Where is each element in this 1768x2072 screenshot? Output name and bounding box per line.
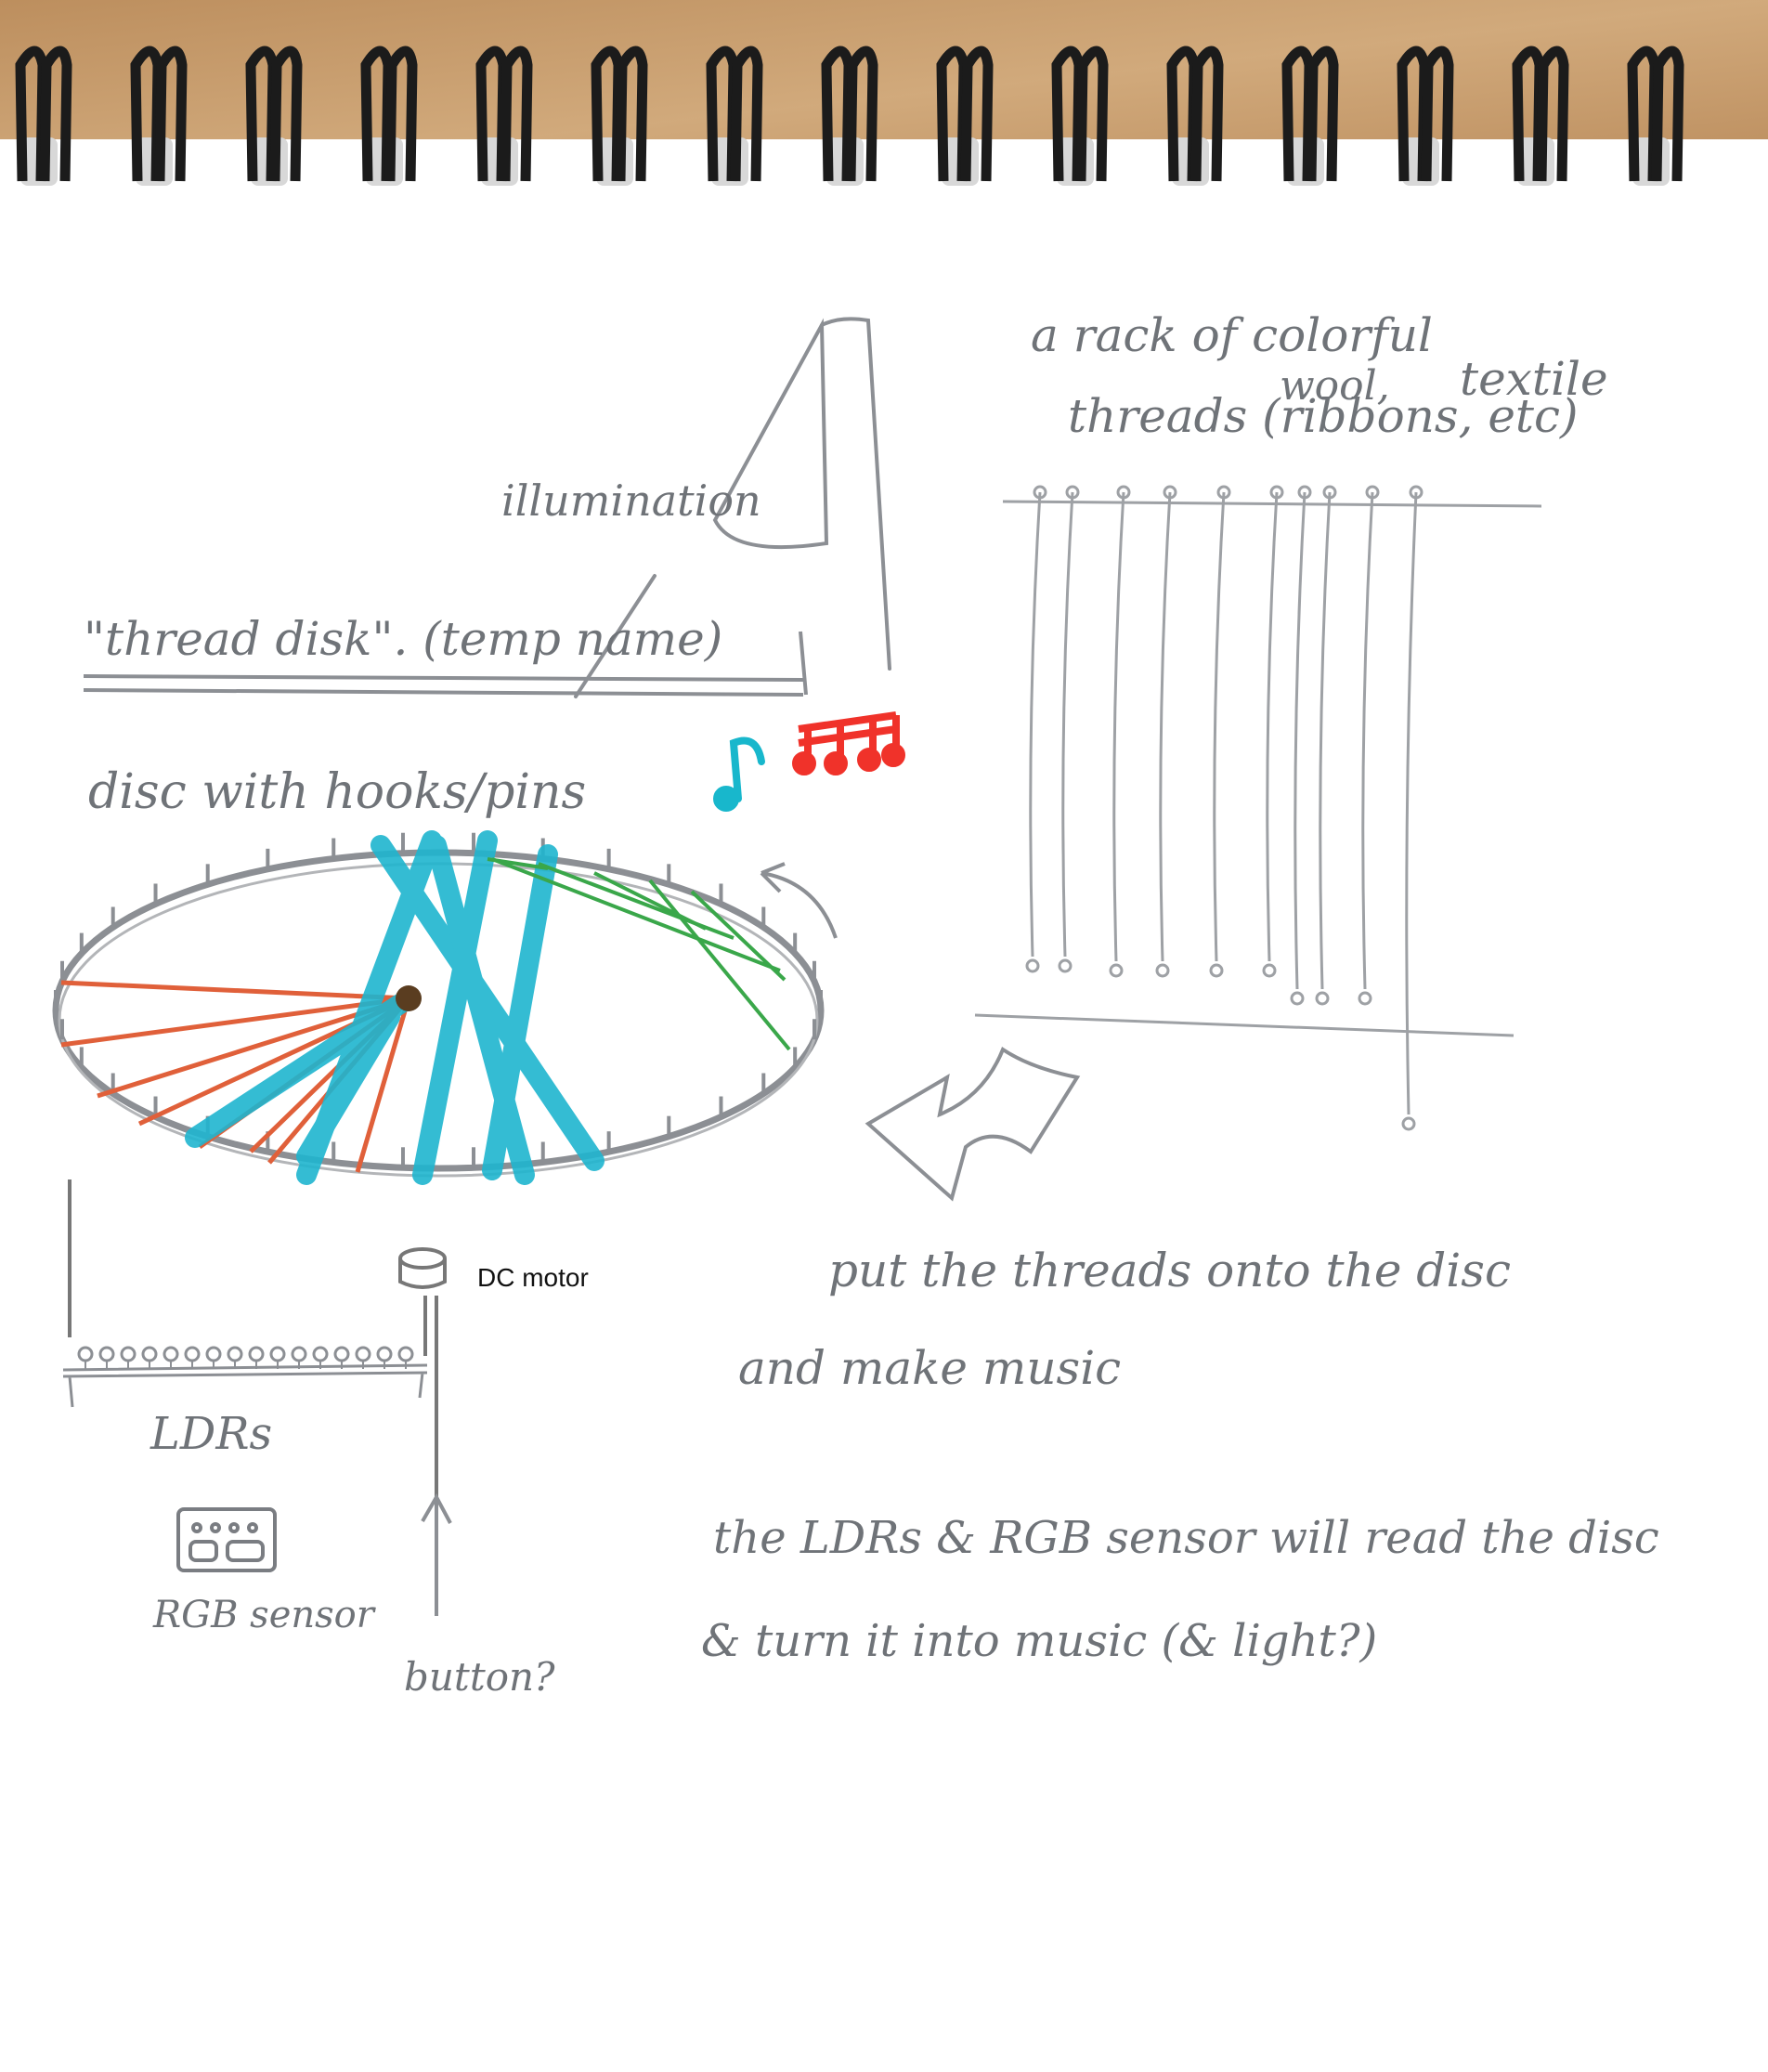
binding-ring — [1075, 46, 1109, 182]
rack-label-line1: a rack of colorful — [1031, 308, 1433, 362]
thread-end — [1262, 963, 1277, 978]
thread-end — [1025, 958, 1040, 973]
thread-disc — [52, 830, 825, 1185]
spiral-binding-icon — [15, 46, 1684, 186]
page-title: "thread disk". (temp name) — [84, 612, 722, 666]
rack-hook — [1065, 485, 1080, 500]
dc-motor-icon — [68, 1179, 447, 1505]
green-thread — [491, 857, 781, 972]
curved-arrow-icon — [760, 862, 838, 939]
disc-note: disc with hooks/pins — [88, 764, 586, 820]
rack-thread — [1361, 491, 1374, 990]
green-threads — [487, 857, 791, 1051]
rack-label-wool: wool, — [1280, 362, 1390, 410]
title-underline — [83, 631, 808, 697]
rack-label-textile: textile — [1460, 352, 1608, 406]
thread-rack — [974, 485, 1542, 1131]
ldr-line1: the LDRs & RGB sensor will read the disc — [713, 1512, 1659, 1564]
binding-ring — [1651, 46, 1684, 182]
rack-thread — [1061, 491, 1074, 958]
music-note-icon — [713, 736, 765, 812]
cyan-thread — [185, 988, 419, 1148]
thread-end — [1290, 991, 1305, 1006]
thread-end — [1401, 1116, 1416, 1131]
green-thread — [690, 890, 786, 982]
put-threads-line1: put the threads onto the disc — [828, 1244, 1511, 1297]
binding-ring — [384, 46, 418, 182]
up-arrow-icon — [421, 1492, 452, 1616]
dc-motor-label: DC motor — [477, 1263, 589, 1292]
cyan-thread — [296, 1007, 400, 1166]
binding-ring — [154, 46, 188, 182]
thread-end — [1109, 963, 1124, 978]
ldr-line2: & turn it into music (& light?) — [701, 1615, 1377, 1667]
rack-hook — [1033, 485, 1047, 500]
disc-hub — [396, 985, 422, 1011]
rack-thread — [1266, 491, 1279, 962]
thread-end — [1358, 991, 1372, 1006]
orange-thread — [355, 997, 411, 1173]
rack-hook — [1116, 485, 1131, 500]
rack-thread — [1159, 491, 1172, 962]
rack-thread — [1213, 491, 1226, 962]
rack-thread — [1112, 491, 1125, 962]
rack-hook — [1269, 485, 1284, 500]
binding-ring — [1421, 46, 1454, 182]
binding-ring — [845, 46, 878, 182]
thread-end — [1058, 958, 1072, 973]
green-thread — [648, 879, 791, 1051]
rack-thread — [1405, 491, 1418, 1115]
sixteenth-notes-icon — [792, 711, 905, 775]
cyan-thread — [412, 830, 498, 1185]
binding-ring — [1306, 46, 1339, 182]
rack-hook — [1216, 485, 1231, 500]
rack-hook — [1409, 485, 1424, 500]
paper — [0, 139, 1768, 2072]
rack-thread — [1319, 491, 1332, 990]
illumination-label: illumination — [501, 476, 761, 526]
ldrs-label: LDRs — [150, 1408, 272, 1460]
rack-hook — [1297, 485, 1312, 500]
green-thread — [593, 871, 707, 931]
binding-ring — [1190, 46, 1224, 182]
binding-ring — [39, 46, 72, 182]
binding-ring — [730, 46, 763, 182]
binding-ring — [269, 46, 303, 182]
rack-thread — [1029, 491, 1042, 958]
rack-hook — [1163, 485, 1177, 500]
rack-hook — [1322, 485, 1337, 500]
orange-thread — [60, 980, 410, 1001]
binding-ring — [960, 46, 994, 182]
ldr-bar — [62, 1346, 428, 1408]
binding-ring — [615, 46, 648, 182]
cyan-threads — [185, 830, 604, 1185]
button-label: button? — [404, 1654, 555, 1700]
rgb-sensor-label: RGB sensor — [152, 1594, 377, 1636]
big-arrow-icon — [864, 1046, 1081, 1202]
put-threads-line2: and make music — [738, 1341, 1121, 1395]
thread-end — [1155, 963, 1170, 978]
rgb-sensor-icon — [176, 1507, 277, 1572]
rack-thread — [1294, 491, 1306, 990]
binding-ring — [1536, 46, 1569, 182]
cyan-thread — [482, 844, 558, 1180]
thread-end — [1209, 963, 1224, 978]
lamp-icon — [574, 317, 891, 698]
orange-thread — [60, 996, 410, 1048]
green-thread — [487, 857, 549, 870]
rack-label-line2: threads (ribbons, etc) — [1068, 389, 1579, 443]
binding-ring — [500, 46, 533, 182]
rack-hook — [1365, 485, 1380, 500]
thread-end — [1315, 991, 1330, 1006]
